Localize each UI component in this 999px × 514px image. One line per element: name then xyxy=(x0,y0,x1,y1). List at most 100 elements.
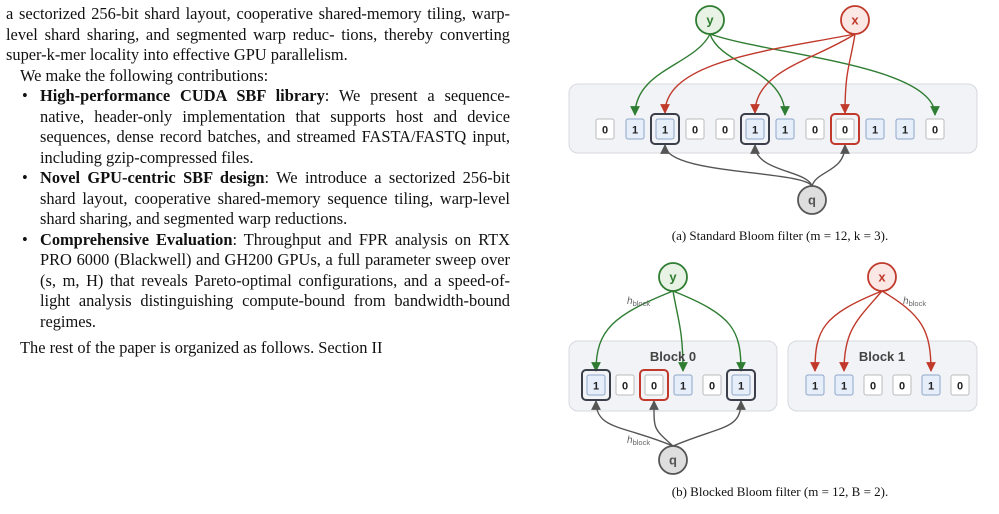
figure-a-bit-cell-value: 1 xyxy=(902,125,908,137)
figure-a-arrow-x xyxy=(750,33,856,114)
figure-a-bit-cell xyxy=(775,118,795,140)
figure-a-arrow-q xyxy=(811,144,850,187)
figure-b-arrow-y xyxy=(672,290,746,372)
figure-b-hash-label-x: hblock xyxy=(903,296,926,308)
contributions-lead: We make the following contributions: xyxy=(20,65,269,85)
bullet-dot: • xyxy=(22,168,28,187)
figure-a-arrow-q xyxy=(750,144,813,187)
figure-b-hash-label-y-subscript: block xyxy=(633,299,651,308)
intro-line-2: tiling, warp-level shard sharing, and se… xyxy=(6,4,510,44)
figure-b-arrow-x xyxy=(810,290,883,372)
figure-b-block0-bit-cell xyxy=(673,374,693,396)
figure-b-arrow-x xyxy=(839,290,883,372)
figure-a-bit-cell-value: 0 xyxy=(932,125,938,137)
bullet-dot: • xyxy=(22,229,28,249)
figure-a-bit-cell xyxy=(805,118,825,140)
figure-b-block1-bit-cell-value: 0 xyxy=(957,381,963,393)
figure-b-block0-bit-cell xyxy=(731,374,751,396)
contribution-item: •Comprehensive Evaluation: Throughput an… xyxy=(6,230,510,333)
contribution-item: • Novel GPU-centric SBF design: We introd… xyxy=(6,168,510,230)
figure-a-caption: (a) Standard Bloom filter (m = 12, k = 3… xyxy=(575,228,985,244)
figure-a-bit-cell xyxy=(865,118,885,140)
figure-b-hash-label-y: hblock xyxy=(627,296,650,308)
figure-b-hash-label-q: hblock xyxy=(627,435,650,447)
figure-b-block0-bit-cell-highlight xyxy=(639,369,669,401)
figure-a-bit-cell xyxy=(655,118,675,140)
closing-paragraph: The rest of the paper is organized as fo… xyxy=(20,338,383,357)
figure-a-bit-cell-value: 1 xyxy=(782,125,788,137)
figure-b-arrow-q xyxy=(591,400,674,447)
contribution-body: : We present a sequence-native, header-o… xyxy=(40,86,510,167)
figure-b-block1-bit-cell xyxy=(805,374,825,396)
figure-a-bit-cell-highlight xyxy=(830,113,860,145)
figure-b-node-x xyxy=(867,262,897,292)
bullet-dot: • xyxy=(22,86,28,105)
figure-b-block0-bit-cell xyxy=(586,374,606,396)
figure-b-block1-bit-cell-value: 0 xyxy=(899,381,905,393)
figure-b-arrow-q xyxy=(649,400,674,447)
figure-a-bit-cell-value: 1 xyxy=(662,125,668,137)
figure-b-node-y xyxy=(658,262,688,292)
figure-b-block0-bit-cell-value: 0 xyxy=(622,381,628,393)
figure-a-bit-cell-value: 1 xyxy=(632,125,638,137)
contribution-heading: Novel GPU-centric SBF design xyxy=(40,168,265,187)
figure-b-node-y-label: y xyxy=(669,270,677,285)
text-column: a sectorized 256-bit shard layout, coope… xyxy=(6,4,510,359)
figure-b-block1-bit-cell xyxy=(834,374,854,396)
intro-line-4: GPU parallelism. xyxy=(233,45,348,64)
figure-b-hash-label-q-subscript: block xyxy=(633,438,651,447)
figure-b-block1-bit-cell xyxy=(863,374,883,396)
figure-b-block0-label: Block 0 xyxy=(650,349,696,364)
figure-a-arrow-y xyxy=(709,33,940,116)
figure-b-hash-label-x-subscript: block xyxy=(909,299,927,308)
figure-b-block0-bit-cell-highlight xyxy=(726,369,756,401)
figure-a-arrow-x xyxy=(660,33,856,114)
figure-b-block1-bit-cell-value: 1 xyxy=(928,381,934,393)
figure-b-block0-bit-cell-value: 0 xyxy=(651,381,657,393)
figure-b-block0-bit-cell xyxy=(702,374,722,396)
figure-a-node-x-label: x xyxy=(851,13,859,28)
figure-b-arrow-y xyxy=(672,290,688,372)
figure-b-block0-bit-cell-value: 1 xyxy=(738,381,744,393)
figure-a-bit-cell xyxy=(715,118,735,140)
figure-a-bit-cell xyxy=(925,118,945,140)
figure-a-bit-cell-value: 0 xyxy=(692,125,698,137)
figure-b-block1-bit-cell-value: 0 xyxy=(870,381,876,393)
figure-b-node-x-label: x xyxy=(878,270,886,285)
figure-a-bit-cell xyxy=(625,118,645,140)
figure-a-bit-cell xyxy=(595,118,615,140)
intro-line-1: a sectorized 256-bit shard layout, coope… xyxy=(6,4,422,23)
figure-b-block1-label: Block 1 xyxy=(859,349,905,364)
figure-a-node-x xyxy=(840,5,870,35)
figure-a-bit-cell-value: 1 xyxy=(752,125,758,137)
figure-b-block0-bit-cell xyxy=(644,374,664,396)
figure-b-block0-bit-cell-highlight xyxy=(581,369,611,401)
figure-a-bit-cell xyxy=(685,118,705,140)
figure-a-bit-cell-highlight xyxy=(650,113,680,145)
figure-a-bit-cell-highlight xyxy=(740,113,770,145)
figure-a-bit-cell xyxy=(745,118,765,140)
figure-b-block0-bit-cell-value: 0 xyxy=(709,381,715,393)
figure-a-arrow-q xyxy=(660,144,813,187)
figure-b-block1-bit-cell xyxy=(892,374,912,396)
figure-a-bit-cell-value: 0 xyxy=(842,125,848,137)
figure-b-block1-bit-cell-value: 1 xyxy=(812,381,818,393)
figure-a-bit-cell-value: 1 xyxy=(872,125,878,137)
figure-a-arrow-y xyxy=(630,33,711,116)
figure-b-block0-bit-cell xyxy=(615,374,635,396)
figure-b-block1-bit-cell-value: 1 xyxy=(841,381,847,393)
figure-b-block1-bit-cell xyxy=(921,374,941,396)
figure-a-node-y-label: y xyxy=(706,13,714,28)
figure-a-bit-cell-value: 0 xyxy=(812,125,818,137)
contribution-body: : Throughput and FPR analysis on RTX PRO… xyxy=(40,229,510,331)
figure-b-arrow-q xyxy=(672,400,746,447)
figure-a-node-q-label: q xyxy=(808,193,816,208)
figure-b-caption-text: (b) Blocked Bloom filter (m = 12, B = 2)… xyxy=(671,484,889,499)
figure-a-bit-cell-value: 0 xyxy=(602,125,608,137)
contribution-body: : We introduce a sectorized 256-bit shar… xyxy=(40,168,511,228)
intro-paragraph: a sectorized 256-bit shard layout, coope… xyxy=(6,4,510,66)
figure-a-bit-cell xyxy=(895,118,915,140)
intro-line-3: tions, thereby converting super-k-mer lo… xyxy=(6,24,510,65)
figure-a-node-q xyxy=(797,185,827,215)
